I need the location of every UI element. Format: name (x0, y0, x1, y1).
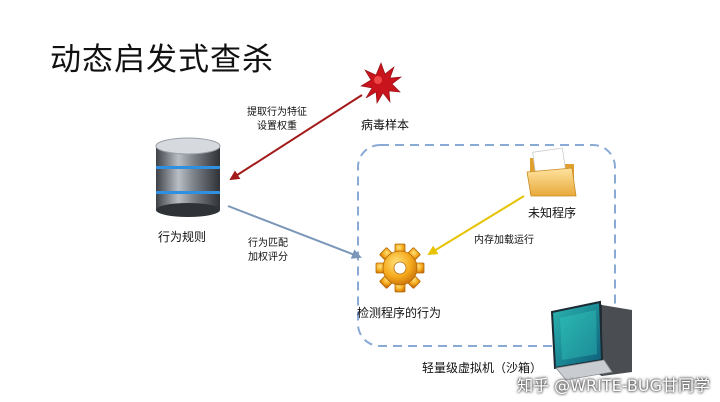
computer-icon (550, 300, 632, 381)
node-unknown-program: 未知程序 (528, 206, 577, 220)
watermark: 知乎 @WRITE-BUG甘同学 (517, 376, 710, 395)
sandbox-boundary (357, 144, 616, 347)
edge-label-match-line1: 行为匹配 (248, 238, 288, 249)
node-virus-sample: 病毒样本 (361, 118, 410, 132)
edge-label-match-line2: 加权评分 (248, 252, 288, 263)
node-detect-behavior: 检测程序的行为 (357, 306, 442, 320)
edge-label-load: 内存加载运行 (474, 235, 534, 246)
load-arrow (427, 195, 525, 256)
edge-label-match: 行为匹配 加权评分 (248, 237, 288, 265)
node-sandbox: 轻量级虚拟机（沙箱） (422, 361, 543, 375)
gear-icon (375, 243, 425, 293)
edge-label-extract-line1: 提取行为特征 (247, 107, 307, 118)
page-title: 动态启发式查杀 (50, 42, 274, 78)
database-icon (155, 137, 221, 217)
virus-icon (360, 62, 402, 104)
folder-icon (526, 147, 577, 197)
extract-arrow (229, 94, 363, 181)
node-behavior-rules: 行为规则 (158, 230, 207, 244)
match-arrow (227, 205, 362, 259)
edge-label-extract-line2: 设置权重 (257, 121, 297, 132)
edge-label-extract: 提取行为特征 设置权重 (247, 106, 307, 134)
